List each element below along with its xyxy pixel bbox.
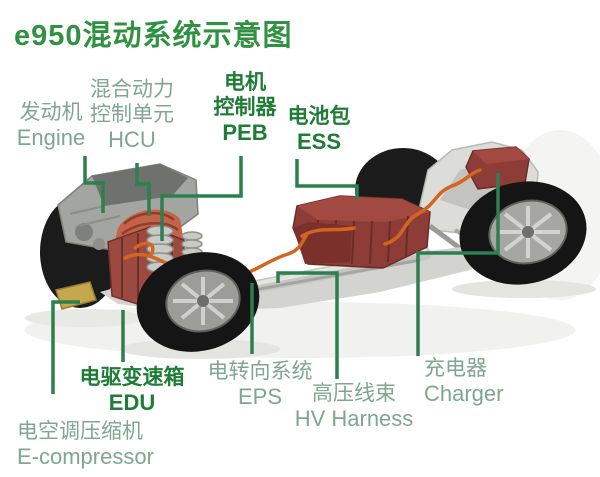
rear-wheel	[459, 181, 587, 285]
page-title: e950混动系统示意图	[14, 20, 293, 52]
label-edu-zh: 电驱变速箱	[79, 366, 185, 389]
label-charger-zh: 充电器	[424, 357, 487, 380]
label-peb: 电机 控制器 PEB	[204, 70, 286, 146]
leader-line-hcu	[135, 163, 151, 216]
label-engine-en: Engine	[16, 125, 86, 150]
label-e-compressor-en: E-compressor	[17, 444, 154, 469]
label-e-compressor: 电空调压缩机 E-compressor	[17, 419, 197, 470]
label-edu-en: EDU	[108, 390, 156, 415]
label-ess-en: ESS	[296, 129, 342, 154]
front-suspension-coils	[146, 225, 203, 273]
label-peb-zh2: 控制器	[213, 96, 277, 119]
label-hcu-en: HCU	[108, 127, 156, 152]
label-engine-zh: 发动机	[19, 101, 83, 124]
label-engine: 发动机 Engine	[13, 100, 89, 151]
label-hv-harness-en: HV Harness	[294, 406, 414, 431]
label-hcu-zh1: 混合动力	[90, 78, 174, 101]
label-ess-zh: 电池包	[287, 105, 351, 128]
label-eps-en: EPS	[237, 384, 283, 409]
label-hcu: 混合动力 控制单元 HCU	[88, 77, 176, 153]
front-wheel	[136, 252, 260, 352]
label-eps-zh: 电转向系统	[207, 360, 313, 383]
leader-line-engine	[83, 156, 105, 213]
charger-box-illustration	[465, 146, 530, 190]
leader-lines	[51, 156, 500, 394]
label-hv-harness: 高压线束 HV Harness	[290, 381, 418, 432]
label-ess: 电池包 ESS	[284, 104, 354, 155]
leader-line-hv-harness	[276, 271, 339, 379]
leader-line-peb	[160, 156, 243, 241]
leader-line-charger	[416, 173, 500, 356]
leader-line-ess	[295, 159, 359, 199]
label-eps: 电转向系统 EPS	[198, 359, 322, 410]
label-edu: 电驱变速箱 EDU	[70, 365, 194, 416]
label-hv-harness-zh: 高压线束	[312, 382, 396, 405]
battery-pack-illustration	[292, 195, 431, 269]
label-peb-en: PEB	[222, 120, 268, 145]
label-e-compressor-zh: 电空调压缩机	[17, 420, 143, 443]
label-peb-zh1: 电机	[224, 71, 266, 94]
label-hcu-zh2: 控制单元	[90, 103, 174, 126]
leader-line-e-compressor	[51, 300, 80, 394]
label-charger-en: Charger	[424, 381, 504, 406]
label-charger: 充电器 Charger	[424, 356, 544, 407]
